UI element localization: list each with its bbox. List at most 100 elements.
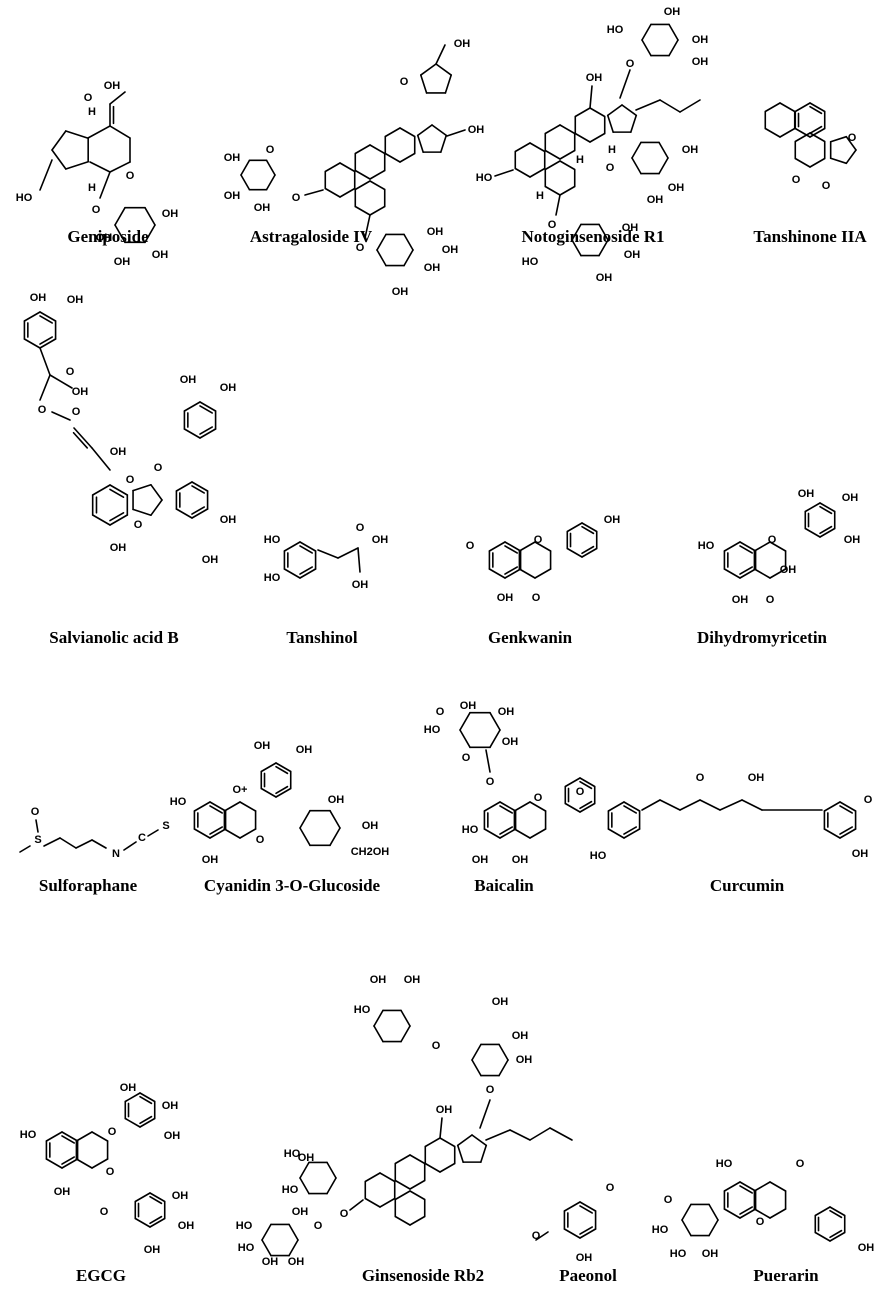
label-paeonol: Paeonol bbox=[559, 1266, 617, 1285]
svg-text:H: H bbox=[88, 182, 96, 194]
svg-text:OH: OH bbox=[502, 736, 519, 748]
svg-text:N: N bbox=[112, 848, 120, 860]
svg-text:O: O bbox=[756, 1216, 765, 1228]
svg-text:O: O bbox=[31, 806, 40, 818]
svg-text:HO: HO bbox=[282, 1184, 299, 1196]
svg-text:HO: HO bbox=[16, 192, 33, 204]
svg-text:OH: OH bbox=[460, 700, 477, 712]
svg-text:OH: OH bbox=[372, 534, 389, 546]
svg-text:H: H bbox=[576, 154, 584, 166]
svg-text:OH: OH bbox=[152, 249, 169, 261]
svg-text:HO: HO bbox=[424, 724, 441, 736]
svg-text:S: S bbox=[34, 834, 41, 846]
structure-paeonol: O OH O bbox=[532, 1182, 615, 1264]
svg-text:OH: OH bbox=[586, 72, 603, 84]
label-geniposide: Geniposide bbox=[67, 227, 149, 246]
svg-text:OH: OH bbox=[30, 292, 47, 304]
svg-text:HO: HO bbox=[607, 24, 624, 36]
svg-text:O: O bbox=[822, 180, 831, 192]
svg-text:OH: OH bbox=[362, 820, 379, 832]
svg-text:O: O bbox=[266, 144, 275, 156]
svg-text:O: O bbox=[356, 522, 365, 534]
svg-text:H: H bbox=[608, 144, 616, 156]
svg-text:HO: HO bbox=[698, 540, 715, 552]
svg-text:O: O bbox=[432, 1040, 441, 1052]
svg-text:OH: OH bbox=[370, 974, 387, 986]
svg-text:OH: OH bbox=[54, 1186, 71, 1198]
svg-text:C: C bbox=[138, 832, 146, 844]
svg-text:OH: OH bbox=[392, 286, 409, 298]
svg-text:OH: OH bbox=[442, 244, 459, 256]
svg-text:HO: HO bbox=[522, 256, 539, 268]
svg-text:O+: O+ bbox=[233, 784, 248, 796]
svg-text:O: O bbox=[126, 474, 135, 486]
svg-text:OH: OH bbox=[288, 1256, 305, 1268]
svg-text:O: O bbox=[486, 776, 495, 788]
svg-text:O: O bbox=[292, 192, 301, 204]
svg-text:OH: OH bbox=[328, 794, 345, 806]
svg-text:OH: OH bbox=[692, 34, 709, 46]
svg-text:O: O bbox=[606, 1182, 615, 1194]
svg-text:O: O bbox=[766, 594, 775, 606]
svg-text:OH: OH bbox=[180, 374, 197, 386]
svg-text:O: O bbox=[534, 792, 543, 804]
svg-text:OH: OH bbox=[682, 144, 699, 156]
svg-text:O: O bbox=[768, 534, 777, 546]
svg-text:OH: OH bbox=[497, 592, 514, 604]
svg-text:O: O bbox=[84, 92, 93, 104]
svg-text:OH: OH bbox=[96, 232, 113, 244]
svg-text:O: O bbox=[848, 132, 857, 144]
svg-text:O: O bbox=[154, 462, 163, 474]
label-sulforaphane: Sulforaphane bbox=[38, 876, 138, 895]
svg-text:OH: OH bbox=[220, 514, 237, 526]
svg-text:O: O bbox=[864, 794, 873, 806]
svg-text:O: O bbox=[106, 1166, 115, 1178]
svg-text:OH: OH bbox=[404, 974, 421, 986]
label-salvianolic-acid-b: Salvianolic acid B bbox=[49, 628, 179, 647]
svg-text:OH: OH bbox=[178, 1220, 195, 1232]
svg-text:O: O bbox=[256, 834, 265, 846]
svg-text:HO: HO bbox=[236, 1220, 253, 1232]
svg-text:OH: OH bbox=[292, 1206, 309, 1218]
svg-text:O: O bbox=[664, 1194, 673, 1206]
svg-text:OH: OH bbox=[352, 579, 369, 591]
svg-text:OH: OH bbox=[162, 1100, 179, 1112]
svg-text:O: O bbox=[100, 1206, 109, 1218]
svg-text:O: O bbox=[462, 752, 471, 764]
svg-text:HO: HO bbox=[264, 572, 281, 584]
svg-text:O: O bbox=[696, 772, 705, 784]
svg-text:OH: OH bbox=[202, 554, 219, 566]
svg-text:HO: HO bbox=[354, 1004, 371, 1016]
svg-text:OH: OH bbox=[162, 208, 179, 220]
svg-text:OH: OH bbox=[224, 152, 241, 164]
svg-text:H: H bbox=[536, 190, 544, 202]
svg-text:OH: OH bbox=[254, 202, 271, 214]
svg-text:HO: HO bbox=[652, 1224, 669, 1236]
svg-text:O: O bbox=[532, 1230, 541, 1242]
svg-text:O: O bbox=[436, 706, 445, 718]
svg-text:OH: OH bbox=[668, 182, 685, 194]
svg-text:OH: OH bbox=[852, 848, 869, 860]
svg-text:OH: OH bbox=[780, 564, 797, 576]
svg-text:O: O bbox=[400, 76, 409, 88]
svg-text:O: O bbox=[134, 519, 143, 531]
svg-text:O: O bbox=[486, 1084, 495, 1096]
svg-text:O: O bbox=[532, 592, 541, 604]
svg-text:OH: OH bbox=[748, 772, 765, 784]
svg-text:O: O bbox=[606, 162, 615, 174]
svg-text:CH2OH: CH2OH bbox=[351, 846, 390, 858]
svg-text:OH: OH bbox=[472, 854, 489, 866]
svg-text:OH: OH bbox=[424, 262, 441, 274]
svg-text:OH: OH bbox=[454, 38, 471, 50]
svg-text:OH: OH bbox=[702, 1248, 719, 1260]
svg-text:HO: HO bbox=[716, 1158, 733, 1170]
svg-text:OH: OH bbox=[576, 1252, 593, 1264]
svg-text:OH: OH bbox=[516, 1054, 533, 1066]
